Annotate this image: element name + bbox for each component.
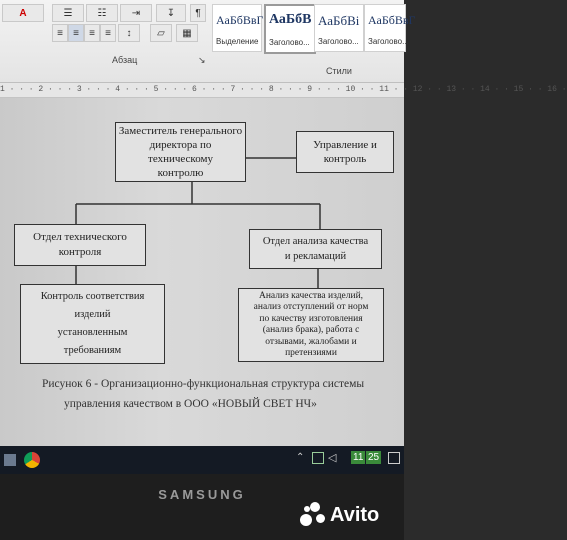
align-left-button[interactable]: ≡ — [52, 24, 68, 42]
line-spacing-button[interactable]: ↕ — [118, 24, 140, 42]
numbering-button[interactable]: ☷ — [86, 4, 118, 22]
chrome-icon[interactable] — [24, 452, 40, 468]
box-line: претензиями — [285, 348, 337, 358]
tray-arrow-icon[interactable]: ⌃ — [296, 452, 305, 463]
align-center-button[interactable]: ≡ — [68, 24, 84, 42]
box-line: требованиям — [63, 345, 122, 356]
document-page[interactable]: Заместитель генерального директора по те… — [0, 98, 404, 446]
horizontal-ruler[interactable]: 1 · · · 2 · · · 3 · · · 4 · · · 5 · · · … — [0, 83, 567, 98]
style-emphasis[interactable]: АаБбВвГ Выделение — [212, 4, 264, 52]
box-line: (анализ брака), работа с — [262, 325, 360, 335]
paragraph-group-label: Абзац — [112, 55, 138, 65]
borders-button[interactable]: ▦ — [176, 24, 198, 42]
pilcrow-button[interactable]: ¶ — [190, 4, 206, 22]
style-heading-3[interactable]: АаБбВвГ Заголово... — [364, 4, 415, 52]
start-button[interactable] — [4, 454, 16, 466]
paragraph-tools-row: A — [2, 4, 44, 22]
quality-analysis-tasks-box: Анализ качества изделий, анализ отступле… — [238, 288, 384, 362]
notifications-icon[interactable] — [388, 452, 400, 464]
monitor-brand: SAMSUNG — [158, 487, 246, 502]
font-color-icon[interactable]: A — [19, 7, 27, 19]
box-line: отзывами, жалобами и — [265, 336, 357, 347]
indent-button[interactable]: ⇥ — [120, 4, 152, 22]
box-line: директора по техническому — [148, 139, 213, 165]
box-line: изделий — [74, 309, 111, 320]
styles-group-label: Стили — [326, 66, 352, 76]
connector-lines — [75, 157, 321, 288]
windows-taskbar: ⌃ ◁ 11 25 — [0, 446, 404, 474]
monitor-bezel — [0, 474, 404, 540]
network-icon[interactable] — [312, 452, 324, 464]
avito-watermark-text: Avito — [330, 503, 380, 526]
box-line: Анализ качества изделий, — [258, 290, 364, 301]
style-sample: АаБбВі — [318, 13, 360, 28]
style-name: Заголово... — [269, 38, 310, 47]
sort-button[interactable]: ↧ — [156, 4, 186, 22]
box-line: анализ отступлений от норм — [253, 302, 369, 312]
dialog-launcher-icon[interactable]: ↘ — [198, 55, 206, 65]
box-line: контролю — [157, 167, 204, 179]
clock-minute[interactable]: 25 — [366, 451, 382, 464]
align-right-button[interactable]: ≡ — [84, 24, 100, 42]
box-line: Отдел анализа качества — [262, 236, 369, 247]
shading-button[interactable]: ▱ — [150, 24, 172, 42]
style-name: Выделение — [216, 37, 259, 46]
avito-logo-icon — [300, 502, 326, 528]
word-ribbon: A ≡ ≡ ≡ ≡ ↕ ▱ ▦ ☰ ☷ ⇥ ↧ ¶ Абзац ↘ АаБбВв… — [0, 0, 415, 83]
box-line: по качеству изготовления — [259, 313, 363, 324]
style-name: Заголово... — [318, 37, 359, 46]
deputy-director-box: Заместитель генерального директора по те… — [115, 122, 246, 182]
style-sample: АаБбВ — [269, 12, 312, 27]
technical-control-dept-box: Отдел технического контроля — [14, 224, 146, 266]
box-line: Отдел технического — [33, 231, 127, 243]
box-line: Заместитель генерального — [118, 125, 243, 137]
style-sample: АаБбВвГ — [368, 13, 416, 27]
style-sample: АаБбВвГ — [216, 13, 264, 27]
style-heading-1[interactable]: АаБбВ Заголово... — [264, 4, 316, 54]
figure-caption-line-1: Рисунок 6 - Организационно-функциональна… — [42, 378, 365, 390]
compliance-control-box: Контроль соответствия изделий установлен… — [20, 284, 165, 364]
box-line: Управление и — [313, 139, 377, 151]
box-line: Контроль соответствия — [40, 291, 145, 302]
figure-caption-line-2: управления качеством в ООО «НОВЫЙ СВЕТ Н… — [64, 398, 317, 410]
avito-watermark: Avito — [300, 500, 400, 530]
box-line: контроль — [323, 153, 367, 165]
bullets-button[interactable]: ☰ — [52, 4, 84, 22]
clock-hour[interactable]: 11 — [351, 451, 366, 464]
box-line: контроля — [58, 246, 102, 258]
justify-button[interactable]: ≡ — [100, 24, 116, 42]
box-line: и рекламаций — [284, 251, 347, 262]
box-line: установленным — [57, 327, 128, 338]
management-control-box: Управление и контроль — [296, 131, 394, 173]
style-name: Заголово... — [368, 37, 409, 46]
quality-analysis-dept-box: Отдел анализа качества и рекламаций — [249, 229, 382, 269]
volume-icon[interactable]: ◁ — [328, 452, 337, 464]
style-heading-2[interactable]: АаБбВі Заголово... — [314, 4, 364, 52]
